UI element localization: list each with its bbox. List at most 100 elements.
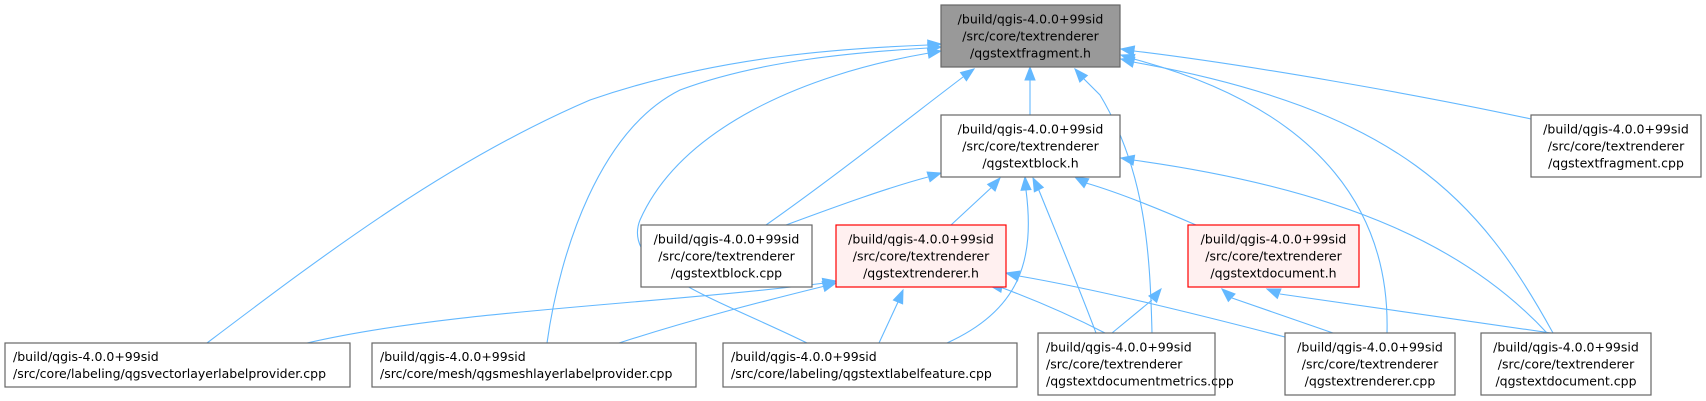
node-qgstextblock-cpp[interactable]: /build/qgis-4.0.0+99sid/src/core/textren… <box>640 224 813 288</box>
edge-qgstextdocument_cpp-to-qgstextfragment_h <box>1119 56 1554 334</box>
node-label-line: /src/core/mesh/qgsmeshlayerlabelprovider… <box>380 366 672 381</box>
node-label-line: /build/qgis-4.0.0+99sid <box>380 349 526 364</box>
node-box <box>4 342 351 388</box>
edge-line <box>1018 275 1286 338</box>
node-qgstextblock-h[interactable]: /build/qgis-4.0.0+99sid/src/core/textren… <box>940 114 1121 178</box>
node-label-line: /src/core/textrenderer <box>962 139 1099 154</box>
edge-qgstextdocumentmetrics_cpp-to-qgstextdocument_h <box>1111 287 1162 334</box>
edge-line <box>1081 76 1153 334</box>
node-qgstextrenderer-h[interactable]: /build/qgis-4.0.0+99sid/src/core/textren… <box>835 224 1007 288</box>
edge-qgstextblock_h-to-qgstextfragment_h <box>1024 65 1036 115</box>
node-qgstextlabelfeature-cpp[interactable]: /build/qgis-4.0.0+99sid/src/core/labelin… <box>722 342 1018 388</box>
node-qgstextrenderer-cpp[interactable]: /build/qgis-4.0.0+99sid/src/core/textren… <box>1284 332 1456 396</box>
node-label-line: /qgstextfragment.h <box>970 46 1091 61</box>
edge-line <box>1129 57 1388 334</box>
edge-qgstextblock_cpp-to-qgstextfragment_h <box>765 68 976 226</box>
edge-line <box>306 282 826 344</box>
node-label-line: /build/qgis-4.0.0+99sid <box>958 122 1104 137</box>
node-box <box>1284 332 1456 396</box>
node-label-line: /build/qgis-4.0.0+99sid <box>1543 122 1689 137</box>
edge-qgstextdocumentmetrics_cpp-to-qgstextfragment_h <box>1074 67 1153 334</box>
node-label-line: /src/core/labeling/qgstextlabelfeature.c… <box>731 366 992 381</box>
node-label-line: /qgstextrenderer.cpp <box>1305 374 1436 389</box>
arrowhead-icon <box>1119 56 1136 68</box>
node-label-line: /build/qgis-4.0.0+99sid <box>848 232 994 247</box>
node-label-line: /src/core/textrenderer <box>1302 357 1439 372</box>
edge-qgstextdocument_cpp-to-qgstextdocument_h <box>1265 288 1552 334</box>
edge-qgstextblock_cpp-to-qgstextblock_h <box>785 171 943 226</box>
node-qgstextdocument-h[interactable]: /build/qgis-4.0.0+99sid/src/core/textren… <box>1187 224 1360 288</box>
edge-qgstextrenderer_h-to-qgstextblock_h <box>950 176 1001 226</box>
node-box <box>371 342 697 388</box>
edge-line <box>999 286 1106 334</box>
arrowhead-icon <box>1220 288 1236 303</box>
edge-qgstextfragment_cpp-to-qgstextfragment_h <box>1119 45 1532 120</box>
node-box <box>640 224 813 288</box>
node-label-line: /src/core/textrenderer <box>1498 357 1635 372</box>
node-box <box>1037 332 1216 396</box>
node-label-line: /build/qgis-4.0.0+99sid <box>13 349 159 364</box>
node-qgsmeshlayerlabelprovider-cpp[interactable]: /build/qgis-4.0.0+99sid/src/core/mesh/qg… <box>371 342 697 388</box>
node-label-line: /src/core/textrenderer <box>1205 249 1342 264</box>
node-box <box>940 114 1121 178</box>
node-label-line: /build/qgis-4.0.0+99sid <box>1046 340 1192 355</box>
node-label-line: /qgstextfragment.cpp <box>1548 156 1684 171</box>
arrowhead-icon <box>1004 270 1021 282</box>
edge-qgsmeshlayerlabelprovider_cpp-to-qgstextrenderer_h <box>618 281 838 344</box>
edge-line <box>1231 297 1334 334</box>
node-qgstextfragment-cpp[interactable]: /build/qgis-4.0.0+99sid/src/core/textren… <box>1530 114 1702 178</box>
arrowhead-icon <box>986 176 1001 192</box>
arrowhead-icon <box>1074 67 1089 83</box>
node-label-line: /src/core/textrenderer <box>658 249 795 264</box>
node-label-line: /build/qgis-4.0.0+99sid <box>1297 340 1443 355</box>
edge-line <box>637 52 930 344</box>
node-box <box>722 342 1018 388</box>
edge-line <box>546 47 929 344</box>
arrowhead-icon <box>1020 175 1032 191</box>
node-label-line: /src/core/textrenderer <box>1548 139 1685 154</box>
edge-line <box>206 44 929 344</box>
edge-qgsmeshlayerlabelprovider_cpp-to-qgstextfragment_h <box>546 42 943 344</box>
arrowhead-icon <box>892 288 904 305</box>
node-label-line: /build/qgis-4.0.0+99sid <box>654 232 800 247</box>
nodes-layer: /build/qgis-4.0.0+99sid/src/core/textren… <box>4 4 1702 396</box>
edge-line <box>950 186 993 226</box>
arrowhead-icon <box>926 47 943 59</box>
arrowhead-icon <box>1032 176 1045 193</box>
node-label-line: /qgstextdocument.h <box>1210 266 1336 281</box>
arrowhead-icon <box>1073 176 1090 189</box>
edge-line <box>1037 187 1097 334</box>
edge-line <box>1279 293 1552 334</box>
node-label-line: /build/qgis-4.0.0+99sid <box>1493 340 1639 355</box>
node-label-line: /build/qgis-4.0.0+99sid <box>958 12 1104 27</box>
node-box <box>1530 114 1702 178</box>
node-label-line: /src/core/textrenderer <box>962 29 1099 44</box>
edge-qgstextrenderer_cpp-to-qgstextrenderer_h <box>1004 270 1286 338</box>
edge-qgsvectorlayerlabelprovider_cpp-to-qgstextfragment_h <box>206 39 943 344</box>
edge-line <box>618 285 826 344</box>
edge-qgstextlabelfeature_cpp-to-qgstextfragment_h <box>637 47 943 344</box>
edge-line <box>1132 159 1548 334</box>
node-label-line: /src/core/textrenderer <box>1046 357 1183 372</box>
edge-line <box>878 301 899 344</box>
edge-qgstextrenderer_cpp-to-qgstextfragment_h <box>1119 53 1388 334</box>
node-label-line: /src/core/labeling/qgsvectorlayerlabelpr… <box>13 366 326 381</box>
node-label-line: /qgstextdocumentmetrics.cpp <box>1046 374 1234 389</box>
node-qgstextdocument-cpp[interactable]: /build/qgis-4.0.0+99sid/src/core/textren… <box>1480 332 1652 396</box>
node-label-line: /build/qgis-4.0.0+99sid <box>731 349 877 364</box>
node-label-line: /qgstextblock.cpp <box>671 266 782 281</box>
arrowhead-icon <box>1148 287 1162 304</box>
node-qgsvectorlayerlabelprovider-cpp[interactable]: /build/qgis-4.0.0+99sid/src/core/labelin… <box>4 342 351 388</box>
node-qgstextdocumentmetrics-cpp[interactable]: /build/qgis-4.0.0+99sid/src/core/textren… <box>1037 332 1234 396</box>
edge-qgsvectorlayerlabelprovider_cpp-to-qgstextrenderer_h <box>306 277 838 344</box>
arrowhead-icon <box>926 171 943 183</box>
edge-line <box>1133 50 1532 120</box>
node-qgstextfragment-h[interactable]: /build/qgis-4.0.0+99sid/src/core/textren… <box>940 4 1121 68</box>
edge-qgstextdocumentmetrics_cpp-to-qgstextblock_h <box>1032 176 1097 334</box>
arrowhead-icon <box>821 281 838 293</box>
node-box <box>940 4 1121 68</box>
edges-layer <box>206 39 1554 344</box>
node-box <box>835 224 1007 288</box>
edge-qgstextrenderer_cpp-to-qgstextdocument_h <box>1220 288 1334 334</box>
edge-line <box>1085 182 1197 226</box>
